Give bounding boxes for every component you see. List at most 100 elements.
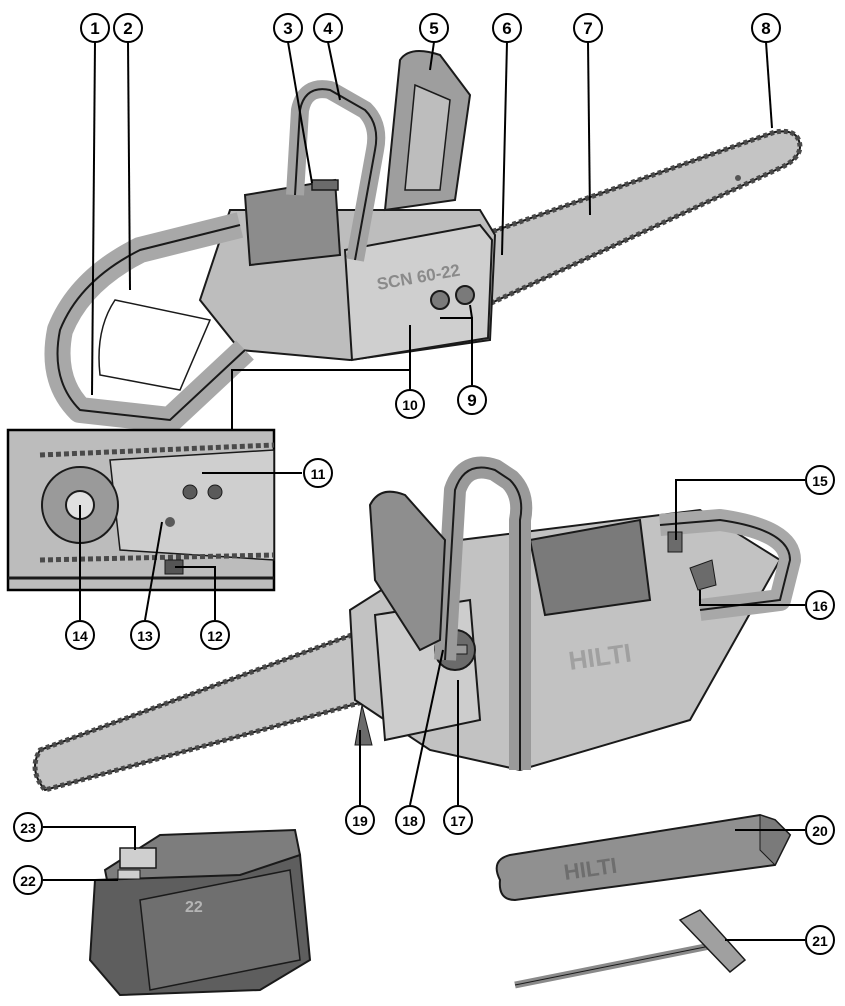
- callout-23: 23: [13, 812, 43, 842]
- battery-pack: 22: [88, 828, 312, 997]
- callout-9-label: 9: [467, 391, 476, 410]
- hand-guard-window: [404, 83, 451, 191]
- leader-8: [765, 41, 773, 129]
- callout-18-label: 18: [402, 813, 418, 829]
- charge-indicator-button: [119, 847, 157, 869]
- battery-release-button: [117, 869, 141, 880]
- callout-3-label: 3: [283, 19, 292, 38]
- callout-19: 19: [345, 805, 375, 835]
- callout-21-label: 21: [812, 933, 828, 949]
- callout-19-label: 19: [352, 813, 368, 829]
- cover-knob-front: [430, 290, 450, 310]
- handle-inner-opening: [98, 299, 212, 391]
- leader-9: [440, 304, 473, 385]
- leader-23: [43, 826, 136, 850]
- leader-2: [127, 41, 131, 291]
- callout-16: 16: [805, 590, 835, 620]
- wrench-socket: [678, 909, 747, 974]
- rear-handle-outline: [56, 224, 246, 422]
- callout-21: 21: [805, 925, 835, 955]
- callout-16-label: 16: [812, 598, 828, 614]
- guide-bar-top: [438, 130, 802, 322]
- callout-15-label: 15: [812, 473, 828, 489]
- callout-10-label: 10: [402, 397, 418, 413]
- cover-knob-rear: [455, 285, 475, 305]
- callout-5: 5: [419, 13, 449, 43]
- leader-16: [699, 590, 805, 606]
- chainsaw-top-view: SCN 60-22: [44, 50, 803, 433]
- callout-4-label: 4: [323, 19, 333, 38]
- callout-17-label: 17: [450, 813, 466, 829]
- leader-6: [501, 41, 508, 256]
- callout-22: 22: [13, 865, 43, 895]
- leader-1: [91, 41, 96, 396]
- inset-bolt-1: [182, 484, 198, 500]
- leader-18: [409, 649, 444, 806]
- callout-12: 12: [200, 620, 230, 650]
- leader-7: [587, 41, 591, 216]
- callout-11-label: 11: [311, 466, 326, 482]
- on-off-switch: [689, 559, 717, 591]
- callout-7-label: 7: [583, 19, 592, 38]
- guide-bar-side: [34, 628, 372, 792]
- callout-1: 1: [80, 13, 110, 43]
- callout-6: 6: [492, 13, 522, 43]
- leader-10: [231, 325, 411, 430]
- callout-8-label: 8: [761, 19, 770, 38]
- callout-7: 7: [573, 13, 603, 43]
- leader-3: [287, 41, 313, 184]
- saw-chain-top: [439, 128, 803, 323]
- callout-13-label: 13: [137, 628, 153, 644]
- hand-guard-side: [368, 490, 447, 652]
- callout-3: 3: [273, 13, 303, 43]
- bar-cover: HILTI: [495, 813, 792, 902]
- callout-13: 13: [130, 620, 160, 650]
- callout-2: 2: [113, 13, 143, 43]
- battery-voltage-marking: 22: [185, 899, 203, 916]
- rear-handle-side-outline: [659, 518, 792, 611]
- leader-13: [144, 521, 163, 621]
- combination-wrench: [514, 909, 747, 989]
- front-handle-outline: [294, 88, 378, 261]
- inset-bar: [109, 449, 275, 561]
- callout-11: 11: [303, 458, 333, 488]
- inset-tension-hole: [165, 517, 175, 527]
- bumper-spike: [354, 704, 373, 746]
- inset-bolt-2: [207, 484, 223, 500]
- leader-12: [175, 566, 216, 620]
- callout-18: 18: [395, 805, 425, 835]
- bar-cover-cap: [759, 814, 791, 866]
- leader-4: [327, 41, 341, 101]
- callout-14-label: 14: [72, 628, 88, 644]
- callout-20-label: 20: [812, 823, 828, 839]
- bar-cover-body: [495, 813, 792, 902]
- callout-2-label: 2: [123, 19, 132, 38]
- battery-bay-side: [528, 518, 652, 617]
- callout-12-label: 12: [207, 628, 223, 644]
- callout-23-label: 23: [20, 820, 36, 836]
- callout-1-label: 1: [90, 19, 99, 38]
- inset-chain: [39, 442, 275, 563]
- callout-17: 17: [443, 805, 473, 835]
- callout-15: 15: [805, 465, 835, 495]
- callout-9: 9: [457, 385, 487, 415]
- front-handle-side-outline: [444, 466, 523, 770]
- detail-inset: [6, 428, 276, 592]
- callout-5-label: 5: [429, 19, 438, 38]
- callout-20: 20: [805, 815, 835, 845]
- callout-8: 8: [751, 13, 781, 43]
- battery-bay-top: [243, 178, 342, 267]
- leader-15: [675, 479, 805, 540]
- callout-14: 14: [65, 620, 95, 650]
- leader-5: [429, 41, 435, 71]
- callout-10: 10: [395, 389, 425, 419]
- release-button: [311, 179, 339, 191]
- sprocket-cover-top: [343, 223, 494, 362]
- bar-nose-hole: [735, 175, 741, 181]
- leader-lines: [43, 41, 805, 941]
- wrench-shaft-outline: [514, 944, 716, 986]
- saw-chain-side: [32, 627, 371, 793]
- callout-6-label: 6: [502, 19, 511, 38]
- callout-22-label: 22: [20, 873, 36, 889]
